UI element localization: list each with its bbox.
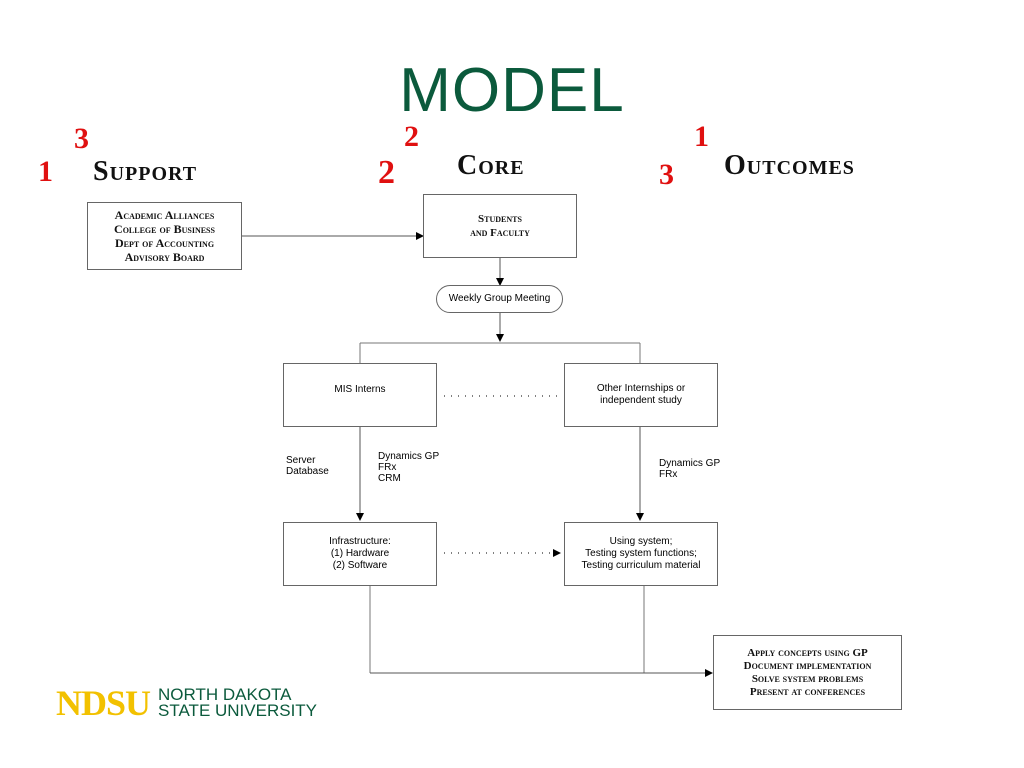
core-header: Core: [457, 150, 525, 181]
label-line: FRx: [378, 462, 397, 473]
outcomes-box: Apply concepts using GP Document impleme…: [713, 635, 902, 710]
core-number-left: 2: [378, 154, 395, 191]
using-system-box: Using system; Testing system functions; …: [564, 522, 718, 586]
infrastructure-line: (1) Hardware: [330, 548, 390, 559]
logo-line: NORTH DAKOTA: [158, 685, 292, 704]
outcomes-line: Apply concepts using GP: [747, 646, 868, 659]
support-number-left: 1: [38, 155, 53, 188]
core-number-top: 2: [404, 120, 419, 153]
ndsu-logo: NDSU NORTH DAKOTA STATE UNIVERSITY: [56, 682, 317, 724]
left-tools-label: Dynamics GP FRx CRM: [378, 451, 439, 484]
using-system-line: Testing system functions;: [585, 548, 697, 559]
label-line: FRx: [659, 469, 678, 480]
label-line: CRM: [378, 473, 401, 484]
mis-interns-box: MIS Interns: [283, 363, 437, 427]
label-line: Database: [286, 466, 329, 477]
server-database-label: Server Database: [286, 455, 329, 477]
support-number-top: 3: [74, 122, 89, 155]
support-line: College of Business: [114, 222, 215, 236]
page-title: MODEL: [399, 56, 625, 125]
label-line: Dynamics GP: [659, 458, 721, 469]
label-line: Server: [286, 455, 316, 466]
ndsu-logo-mark: NDSU: [56, 683, 151, 723]
using-system-line: Using system;: [609, 536, 673, 547]
core-line: and Faculty: [470, 227, 530, 239]
infrastructure-line: Infrastructure:: [329, 536, 391, 547]
other-internships-line: independent study: [600, 395, 682, 406]
infrastructure-line: (2) Software: [332, 560, 388, 571]
outcomes-line: Solve system problems: [751, 672, 864, 685]
support-line: Dept of Accounting: [114, 236, 215, 250]
logo-line: STATE UNIVERSITY: [158, 701, 318, 720]
label-line: Dynamics GP: [378, 451, 440, 462]
outcomes-line: Document implementation: [743, 659, 872, 672]
ndsu-logo-text: NORTH DAKOTA STATE UNIVERSITY: [158, 685, 318, 720]
other-internships-box: Other Internships or independent study: [564, 363, 718, 427]
weekly-meeting-label: Weekly Group Meeting: [448, 293, 551, 304]
weekly-meeting-node: Weekly Group Meeting: [436, 285, 563, 313]
mis-interns-label: MIS Interns: [334, 384, 386, 395]
outcomes-header: Outcomes: [724, 150, 855, 181]
outcomes-line: Present at conferences: [749, 685, 866, 698]
outcomes-number-top: 1: [694, 120, 709, 153]
using-system-line: Testing curriculum material: [581, 560, 701, 571]
right-tools-label: Dynamics GP FRx: [659, 458, 720, 480]
support-line: Academic Alliances: [114, 208, 215, 222]
core-box: Students and Faculty: [423, 194, 577, 258]
outcomes-number-left: 3: [659, 158, 674, 191]
core-line: Students: [478, 213, 522, 225]
other-internships-line: Other Internships or: [596, 383, 686, 394]
infrastructure-box: Infrastructure: (1) Hardware (2) Softwar…: [283, 522, 437, 586]
support-header: Support: [93, 156, 198, 187]
support-box: Academic Alliances College of Business D…: [87, 202, 242, 270]
support-line: Advisory Board: [124, 250, 205, 264]
